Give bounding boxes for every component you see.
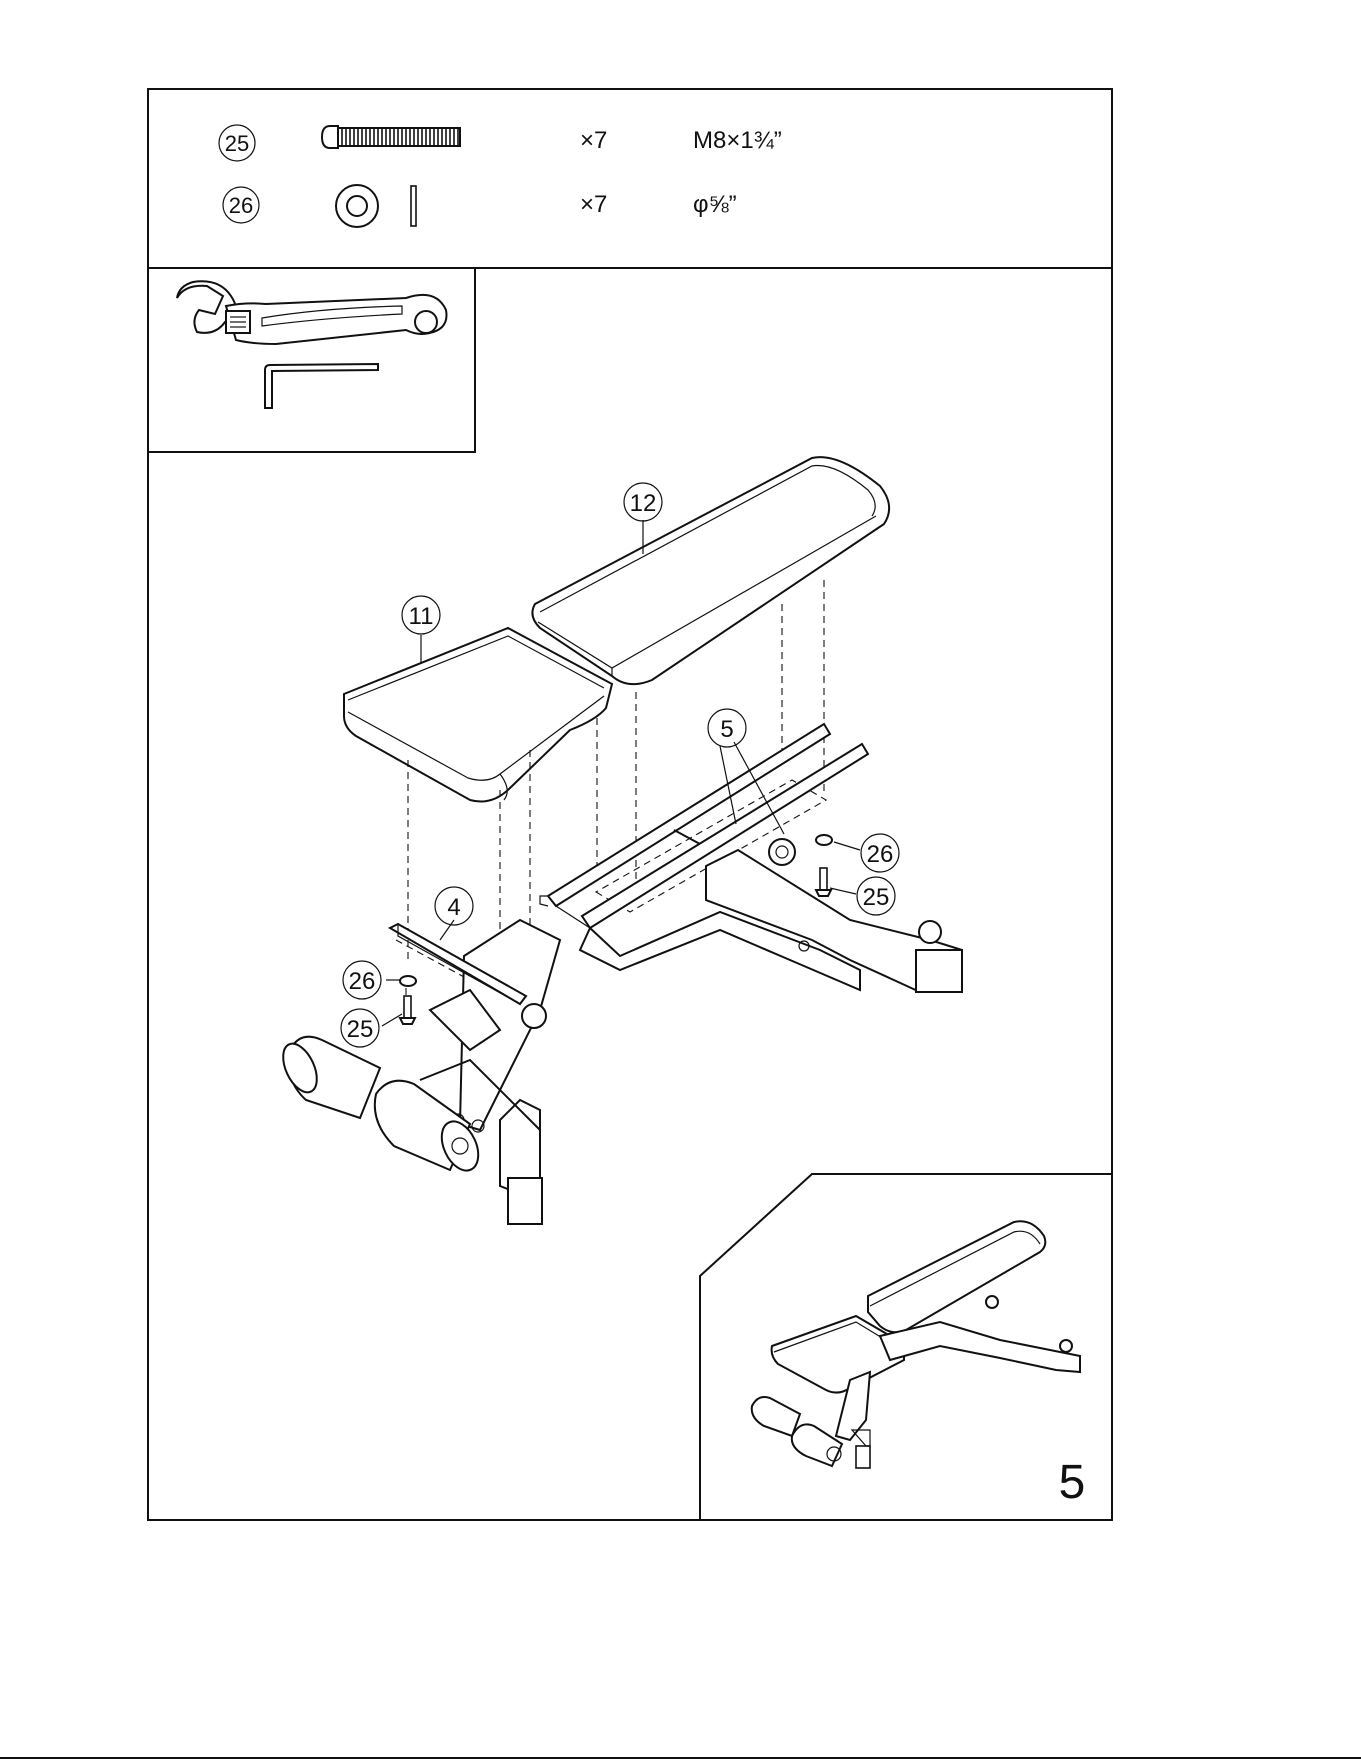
- callout-number: 26: [349, 968, 376, 995]
- callout-number: 25: [347, 1016, 374, 1043]
- callout-number: 11: [409, 603, 434, 630]
- callout-number: 25: [863, 884, 890, 911]
- hardware-quantity: ×7: [580, 191, 607, 218]
- callout-number: 4: [447, 894, 460, 921]
- hardware-size: M8×1¾”: [693, 127, 782, 154]
- washer-icon: [816, 835, 832, 845]
- callout-number: 12: [630, 490, 657, 517]
- hardware-size: φ⅝”: [693, 191, 737, 218]
- hardware-part-number: 25: [225, 131, 249, 156]
- washer-icon: [400, 976, 416, 986]
- bolt-icon: [322, 126, 460, 148]
- callout-number: 5: [720, 716, 733, 743]
- step-number: 5: [1059, 1456, 1086, 1509]
- hardware-part-number: 26: [229, 193, 253, 218]
- callout-number: 26: [867, 841, 894, 868]
- hardware-quantity: ×7: [580, 127, 607, 154]
